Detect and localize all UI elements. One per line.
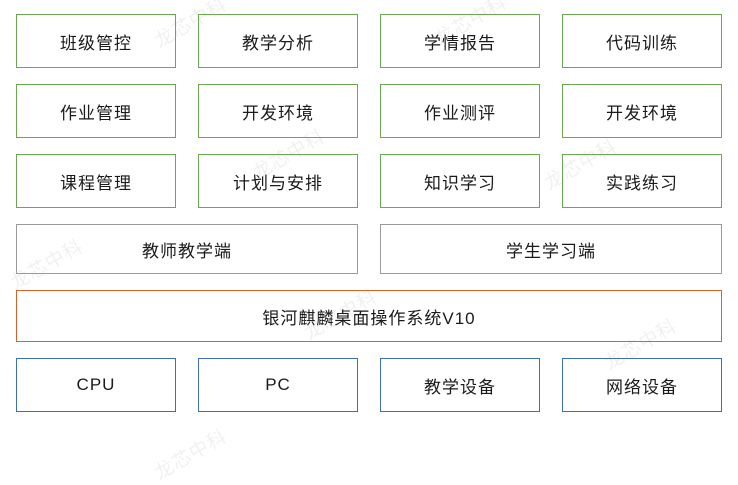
app-box-plan-and-schedule[interactable]: 计划与安排 — [198, 154, 358, 208]
application-row-1: 班级管控 教学分析 学情报告 代码训练 — [16, 14, 722, 68]
hardware-box-pc[interactable]: PC — [198, 358, 358, 412]
app-box-homework-management[interactable]: 作业管理 — [16, 84, 176, 138]
app-box-code-training[interactable]: 代码训练 — [562, 14, 722, 68]
hardware-row: CPU PC 教学设备 网络设备 — [16, 358, 722, 412]
app-box-learning-report[interactable]: 学情报告 — [380, 14, 540, 68]
app-box-course-management[interactable]: 课程管理 — [16, 154, 176, 208]
application-row-3: 课程管理 计划与安排 知识学习 实践练习 — [16, 154, 722, 208]
hardware-box-network-device[interactable]: 网络设备 — [562, 358, 722, 412]
hardware-box-teaching-device[interactable]: 教学设备 — [380, 358, 540, 412]
app-box-knowledge-learning[interactable]: 知识学习 — [380, 154, 540, 208]
app-box-teaching-analysis[interactable]: 教学分析 — [198, 14, 358, 68]
client-row: 教师教学端 学生学习端 — [16, 224, 722, 274]
app-box-class-management[interactable]: 班级管控 — [16, 14, 176, 68]
application-row-2: 作业管理 开发环境 作业测评 开发环境 — [16, 84, 722, 138]
app-box-practice-exercise[interactable]: 实践练习 — [562, 154, 722, 208]
app-box-dev-environment-teacher[interactable]: 开发环境 — [198, 84, 358, 138]
app-box-homework-evaluation[interactable]: 作业测评 — [380, 84, 540, 138]
os-row: 银河麒麟桌面操作系统V10 — [16, 290, 722, 342]
client-box-student[interactable]: 学生学习端 — [380, 224, 722, 274]
client-box-teacher[interactable]: 教师教学端 — [16, 224, 358, 274]
os-box-kylin-desktop-v10[interactable]: 银河麒麟桌面操作系统V10 — [16, 290, 722, 342]
app-box-dev-environment-student[interactable]: 开发环境 — [562, 84, 722, 138]
hardware-box-cpu[interactable]: CPU — [16, 358, 176, 412]
